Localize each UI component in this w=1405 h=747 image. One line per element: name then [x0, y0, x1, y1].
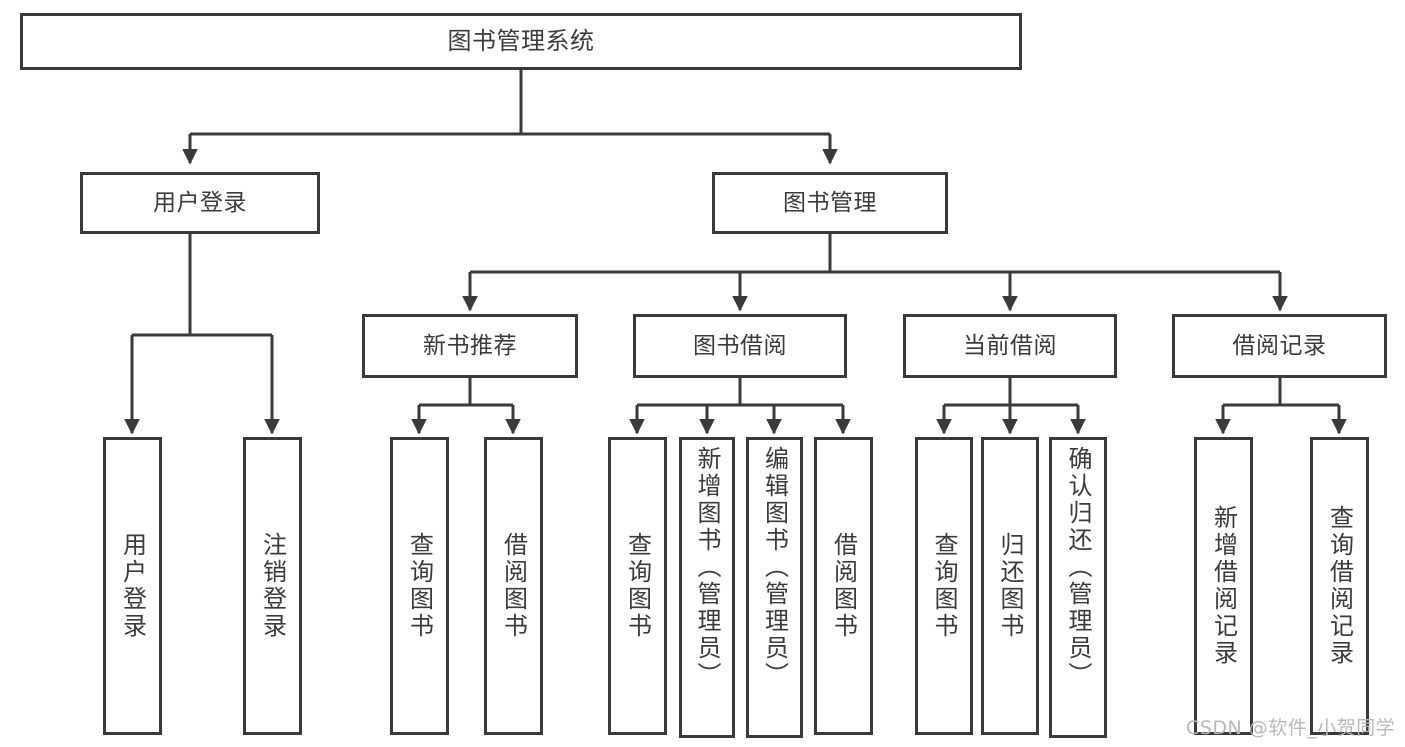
leaf-add-borrow-record-label: 新增借阅记录: [1209, 505, 1238, 667]
leaf-borrow-book-borrow[interactable]: 借阅图书: [814, 437, 873, 735]
leaf-confirm-return-admin[interactable]: 确认归还（管理员）: [1049, 437, 1107, 738]
node-borrow-record[interactable]: 借阅记录: [1172, 314, 1387, 378]
node-book-management[interactable]: 图书管理: [712, 172, 948, 234]
leaf-edit-book-admin[interactable]: 编辑图书（管理员）: [746, 437, 803, 738]
leaf-borrow-book-newbook-label: 借阅图书: [499, 532, 528, 640]
leaf-borrow-book-newbook[interactable]: 借阅图书: [484, 437, 543, 735]
leaf-add-book-admin-label: 新增图书（管理员）: [693, 446, 721, 689]
leaf-add-borrow-record[interactable]: 新增借阅记录: [1194, 437, 1253, 735]
leaf-query-book-current[interactable]: 查询图书: [915, 437, 973, 735]
leaf-query-book-newbook[interactable]: 查询图书: [390, 437, 449, 735]
leaf-user-login-label: 用户登录: [118, 532, 147, 640]
leaf-user-login[interactable]: 用户登录: [103, 437, 162, 735]
node-borrow-record-label: 借阅记录: [1232, 332, 1327, 359]
node-new-book-recommend[interactable]: 新书推荐: [362, 314, 578, 378]
leaf-query-book-borrow[interactable]: 查询图书: [608, 437, 667, 735]
leaf-add-book-admin[interactable]: 新增图书（管理员）: [679, 437, 735, 738]
node-user-login[interactable]: 用户登录: [80, 172, 320, 234]
csdn-watermark: CSDN @软件_小贺同学: [1186, 717, 1396, 739]
node-current-borrow[interactable]: 当前借阅: [903, 314, 1117, 378]
node-book-management-label: 图书管理: [783, 189, 877, 216]
node-user-login-label: 用户登录: [153, 189, 247, 216]
leaf-query-book-newbook-label: 查询图书: [405, 532, 434, 640]
node-book-borrow[interactable]: 图书借阅: [633, 314, 847, 378]
node-new-book-recommend-label: 新书推荐: [423, 332, 517, 359]
node-current-borrow-label: 当前借阅: [963, 332, 1057, 359]
leaf-confirm-return-admin-label: 确认归还（管理员）: [1064, 446, 1092, 689]
leaf-query-borrow-record[interactable]: 查询借阅记录: [1310, 437, 1369, 735]
node-root[interactable]: 图书管理系统: [20, 13, 1022, 70]
leaf-return-book[interactable]: 归还图书: [981, 437, 1039, 735]
leaf-return-book-label: 归还图书: [996, 532, 1024, 640]
leaf-borrow-book-borrow-label: 借阅图书: [829, 532, 858, 640]
leaf-query-book-current-label: 查询图书: [930, 532, 958, 640]
leaf-logout-label: 注销登录: [258, 532, 287, 640]
leaf-logout[interactable]: 注销登录: [243, 437, 302, 735]
leaf-edit-book-admin-label: 编辑图书（管理员）: [760, 446, 789, 689]
node-root-label: 图书管理系统: [447, 26, 595, 55]
leaf-query-book-borrow-label: 查询图书: [623, 532, 652, 640]
leaf-query-borrow-record-label: 查询借阅记录: [1325, 505, 1354, 667]
node-book-borrow-label: 图书借阅: [693, 332, 787, 359]
